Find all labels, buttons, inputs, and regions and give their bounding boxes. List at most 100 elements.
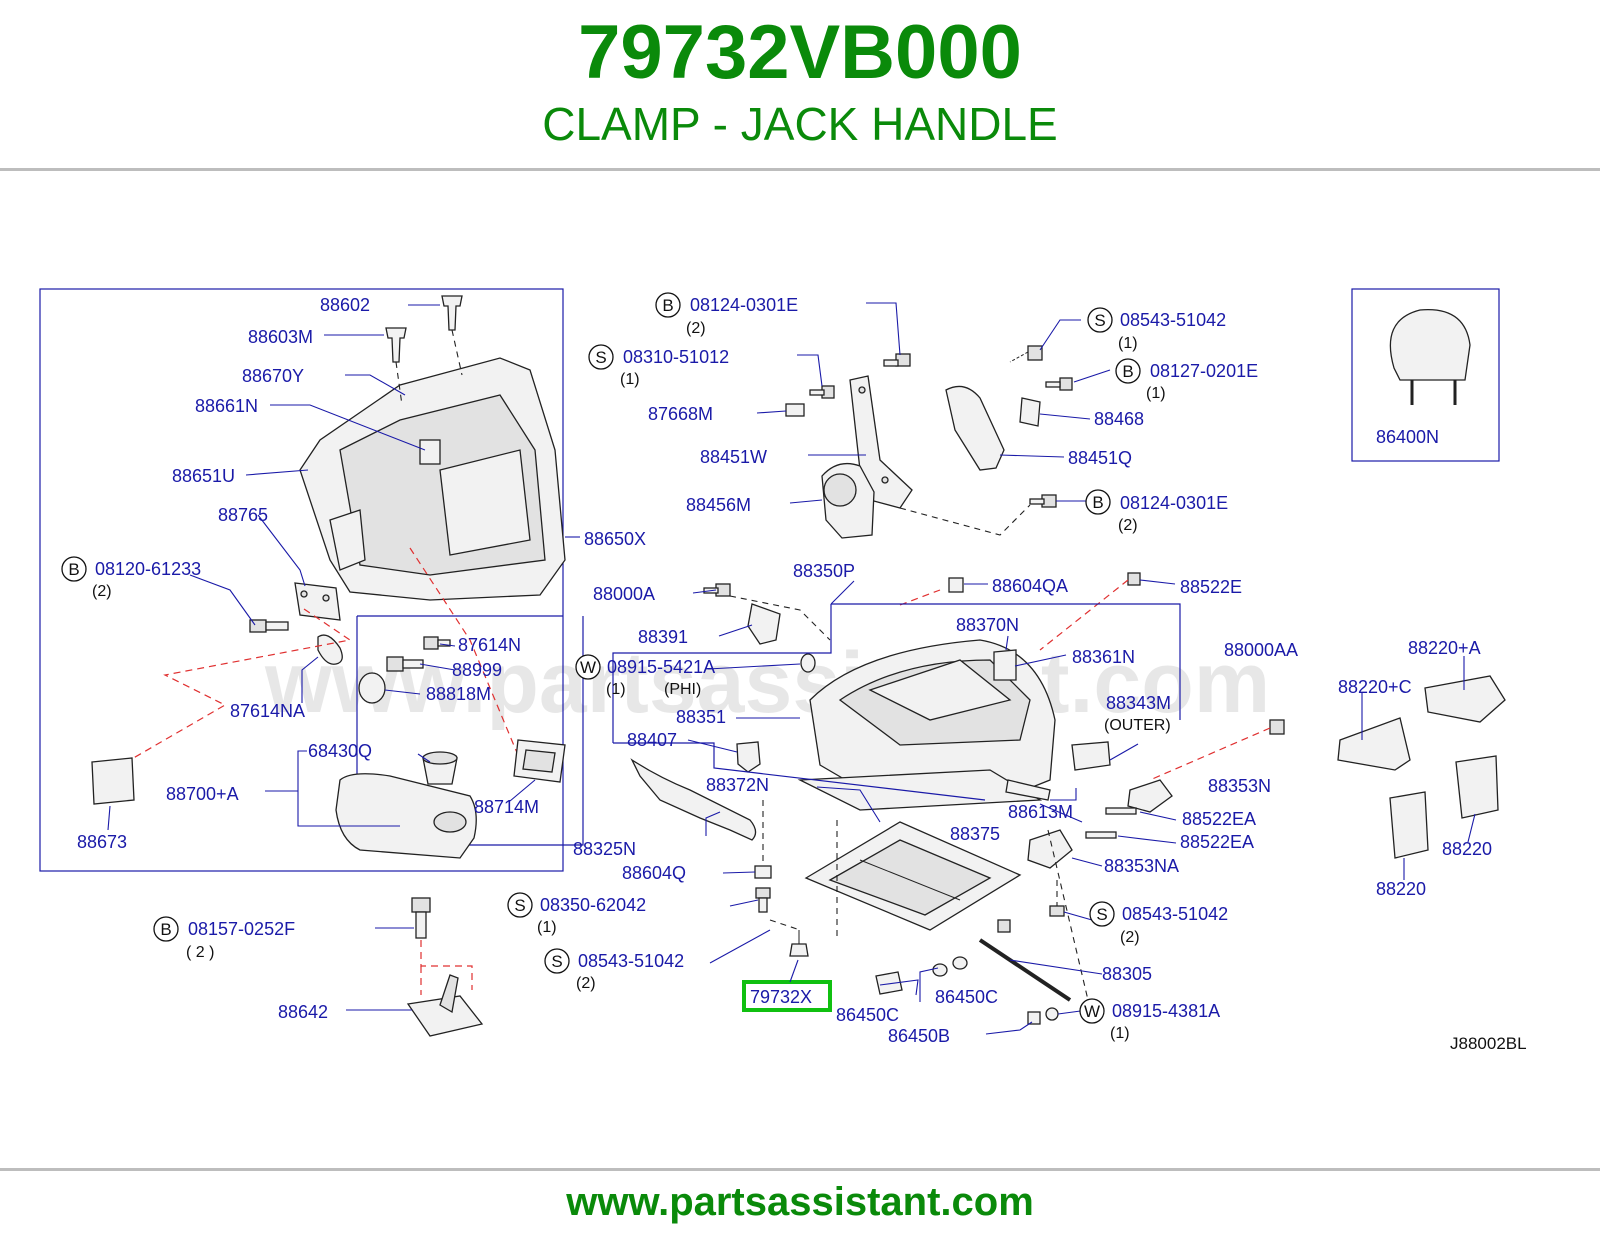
label-68430Q: 68430Q bbox=[308, 741, 372, 761]
label-88522E: 88522E bbox=[1180, 577, 1242, 597]
top-divider bbox=[0, 168, 1600, 171]
armrest-88700A-part bbox=[335, 773, 477, 859]
clip-86450C-part bbox=[875, 971, 903, 995]
washer-08915b-part bbox=[1045, 1007, 1059, 1021]
label-88661N: 88661N bbox=[195, 396, 258, 416]
fastener-circle-b-08127: B bbox=[1115, 358, 1141, 384]
label-87668M: 87668M bbox=[648, 404, 713, 424]
label-88642: 88642 bbox=[278, 1002, 328, 1022]
qty-08350: (1) bbox=[537, 919, 557, 936]
cap-88468-part bbox=[1019, 397, 1041, 427]
bracket-88407-part bbox=[736, 741, 761, 773]
label-88220-right: 88220 bbox=[1442, 839, 1492, 859]
fastener-circle-b-08124b: B bbox=[1085, 489, 1111, 515]
label-88765: 88765 bbox=[218, 505, 268, 525]
tray-88714M-part bbox=[513, 739, 566, 783]
bolt-08157-part bbox=[411, 897, 431, 939]
label-08350-62042: 08350-62042 bbox=[540, 895, 646, 915]
label-88468: 88468 bbox=[1094, 409, 1144, 429]
fastener-circle-s-08350: S bbox=[507, 892, 533, 918]
svg-text:S: S bbox=[551, 952, 562, 971]
diagram-code: J88002BL bbox=[1450, 1034, 1527, 1053]
label-08915-4381A: 08915-4381A bbox=[1112, 1001, 1220, 1021]
nut-88604QA-part bbox=[948, 577, 964, 593]
svg-text:B: B bbox=[68, 560, 79, 579]
inner-group-frame bbox=[356, 616, 584, 846]
fastener-circle-s-08543a: S bbox=[1087, 307, 1113, 333]
label-88391: 88391 bbox=[638, 627, 688, 647]
label-08543-51042-top: 08543-51042 bbox=[1120, 310, 1226, 330]
bracket-88361N-part bbox=[993, 649, 1017, 681]
label-08157-0252F: 08157-0252F bbox=[188, 919, 295, 939]
svg-text:S: S bbox=[1096, 905, 1107, 924]
label-08310-51012: 08310-51012 bbox=[623, 347, 729, 367]
qty-08915b: (1) bbox=[1110, 1025, 1130, 1042]
label-88604Q: 88604Q bbox=[622, 863, 686, 883]
cable-88372N-part bbox=[630, 758, 757, 841]
cover-88673-part bbox=[91, 757, 135, 805]
label-88451W: 88451W bbox=[700, 447, 767, 467]
label-88700A: 88700+A bbox=[166, 784, 239, 804]
recliner-cover-88456M-part bbox=[821, 462, 875, 539]
label-88343M: 88343M bbox=[1106, 693, 1171, 713]
cover-88220C-part bbox=[1337, 717, 1411, 771]
qty-08124a: (2) bbox=[686, 320, 706, 337]
headrest-group-frame bbox=[1351, 288, 1500, 462]
label-88220-left: 88220 bbox=[1376, 879, 1426, 899]
label-08120-61233: 08120-61233 bbox=[95, 559, 201, 579]
label-88372N: 88372N bbox=[706, 775, 769, 795]
label-88603M: 88603M bbox=[248, 327, 313, 347]
label-88451Q: 88451Q bbox=[1068, 448, 1132, 468]
footer-url[interactable]: www.partsassistant.com bbox=[566, 1180, 1034, 1224]
label-88818M: 88818M bbox=[426, 684, 491, 704]
fastener-circle-s-08543c: S bbox=[544, 948, 570, 974]
label-88361N: 88361N bbox=[1072, 647, 1135, 667]
seat-pan-lower-part bbox=[804, 821, 1022, 931]
label-88351: 88351 bbox=[676, 707, 726, 727]
nut-88604Q-part bbox=[754, 865, 772, 879]
bottom-divider bbox=[0, 1168, 1600, 1171]
svg-text:B: B bbox=[1092, 493, 1103, 512]
part-number-title: 79732VB000 bbox=[578, 10, 1022, 95]
clip-88603M-part bbox=[385, 327, 407, 363]
cup-68430Q-part bbox=[422, 751, 458, 785]
label-88000AA: 88000AA bbox=[1224, 640, 1298, 660]
label-88325N: 88325N bbox=[573, 839, 636, 859]
clip-88661N-part bbox=[419, 439, 441, 465]
qty-08543c: (2) bbox=[576, 975, 596, 992]
label-88673: 88673 bbox=[77, 832, 127, 852]
label-88353NA: 88353NA bbox=[1104, 856, 1179, 876]
seatback-frame-part bbox=[299, 357, 566, 601]
spring-88613M-part bbox=[1005, 779, 1051, 801]
label-88714M: 88714M bbox=[474, 797, 539, 817]
fastener-circle-b-08124a: B bbox=[655, 292, 681, 318]
leader-lines-left bbox=[107, 304, 580, 1011]
nut-86450B-part bbox=[1027, 1011, 1041, 1025]
label-86450B: 86450B bbox=[888, 1026, 950, 1046]
svg-text:B: B bbox=[1122, 362, 1133, 381]
svg-text:S: S bbox=[1094, 311, 1105, 330]
label-88522EA-2: 88522EA bbox=[1180, 832, 1254, 852]
svg-text:W: W bbox=[1084, 1002, 1100, 1021]
fastener-circle-s-08310: S bbox=[588, 344, 614, 370]
label-08915-5421A: 08915-5421A bbox=[607, 657, 715, 677]
bracket-88765-part bbox=[294, 582, 341, 621]
qty-08543b: (2) bbox=[1120, 929, 1140, 946]
label-88000A: 88000A bbox=[593, 584, 655, 604]
label-87614N: 87614N bbox=[458, 635, 521, 655]
cover-88343M-part bbox=[1071, 741, 1111, 771]
label-88350P: 88350P bbox=[793, 561, 855, 581]
fastener-circle-w-08915a: W bbox=[575, 654, 601, 680]
part-name-subtitle: CLAMP - JACK HANDLE bbox=[542, 98, 1058, 150]
bracket-88642-part bbox=[406, 974, 484, 1037]
clamp-79732X-part bbox=[789, 930, 809, 957]
label-88670Y: 88670Y bbox=[242, 366, 304, 386]
recliner-cover-88451Q-part bbox=[945, 385, 1005, 471]
label-86450C-right: 86450C bbox=[935, 987, 998, 1007]
qty-phi: (PHI) bbox=[664, 681, 701, 698]
bolt-88522EA2-part bbox=[1085, 831, 1117, 839]
svg-text:B: B bbox=[160, 920, 171, 939]
bracket-88391-part bbox=[747, 603, 781, 645]
svg-text:W: W bbox=[580, 658, 596, 677]
